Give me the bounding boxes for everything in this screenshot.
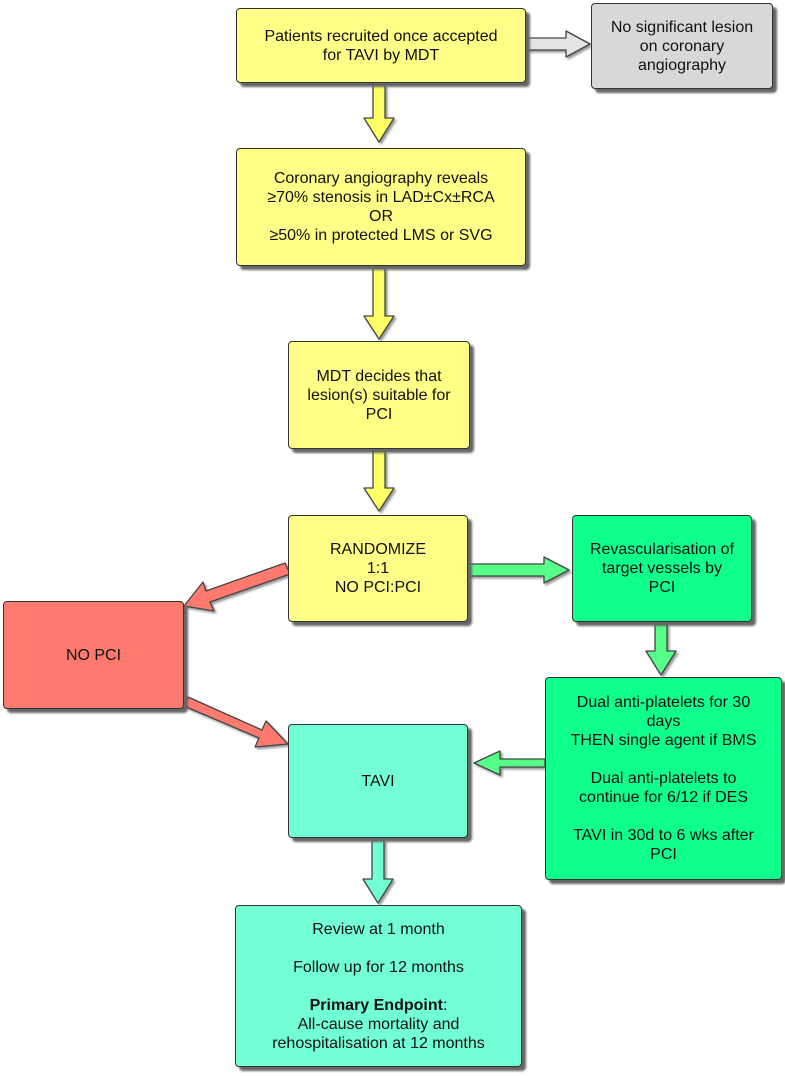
primary-endpoint-label: Primary Endpoint	[309, 996, 443, 1014]
recruit-line-1: Patients recruited once accepted	[264, 27, 498, 45]
mdt-line-3: PCI	[365, 405, 393, 423]
mdt-box: MDT decides that lesion(s) suitable for …	[288, 341, 470, 449]
no-lesion-line-3: angiography	[637, 56, 727, 74]
revasc-box: Revascularisation of target vessels by P…	[572, 515, 752, 622]
dual-line-6: TAVI in 30d to 6 wks after	[573, 827, 754, 844]
arrow-revasc-to-dual	[645, 623, 677, 676]
arrow-no-pci-to-tavi	[183, 696, 289, 748]
angiography-line-1: Coronary angiography reveals	[273, 170, 489, 187]
recruit-box: Patients recruited once accepted for TAV…	[236, 8, 526, 83]
dual-line-2: days	[646, 713, 681, 730]
primary-endpoint-colon: :	[442, 996, 448, 1014]
angiography-line-2: ≥70% stenosis in LAD±Cx±RCA	[267, 189, 495, 206]
angiography-box: Coronary angiography reveals ≥70% stenos…	[236, 148, 526, 266]
arrow-angiography-to-mdt	[363, 267, 395, 340]
no-pci-label: NO PCI	[65, 646, 122, 664]
dual-line-4: Dual anti-platelets to	[590, 770, 737, 787]
arrow-randomize-to-no-pci	[183, 562, 291, 612]
no-lesion-box: No significant lesion on coronary angiog…	[591, 3, 773, 89]
no-pci-box: NO PCI	[3, 601, 184, 709]
arrow-dual-to-tavi	[473, 750, 546, 776]
review-line-2: Follow up for 12 months	[293, 958, 464, 976]
arrow-recruit-to-no-lesion	[526, 30, 591, 58]
arrow-mdt-to-randomize	[363, 450, 395, 512]
randomize-line-3: NO PCI:PCI	[334, 579, 422, 596]
no-lesion-line-1: No significant lesion	[610, 18, 754, 36]
arrow-tavi-to-review	[362, 839, 394, 904]
tavi-label: TAVI	[361, 772, 395, 790]
randomize-line-2: 1:1	[366, 560, 390, 577]
revasc-line-1: Revascularisation of	[589, 541, 735, 558]
angiography-line-4: ≥50% in protected LMS or SVG	[269, 227, 493, 244]
revasc-line-3: PCI	[648, 579, 676, 596]
dual-line-5: continue for 6/12 if DES	[579, 789, 748, 806]
dual-line-7: PCI	[650, 846, 677, 863]
dual-antiplatelet-box: Dual anti-platelets for 30 days THEN sin…	[545, 677, 782, 880]
recruit-line-2: for TAVI by MDT	[322, 46, 440, 64]
dual-line-1: Dual anti-platelets for 30	[576, 694, 751, 711]
review-line-4: rehospitalisation at 12 months	[272, 1034, 485, 1052]
review-line-1: Review at 1 month	[312, 920, 445, 938]
randomize-box: RANDOMIZE 1:1 NO PCI:PCI	[288, 515, 468, 622]
primary-endpoint-heading: Primary Endpoint:	[310, 996, 448, 1015]
review-line-3: All-cause mortality and	[297, 1015, 460, 1033]
mdt-line-1: MDT decides that	[316, 367, 442, 385]
arrow-randomize-to-revasc	[467, 556, 570, 584]
dual-line-3: THEN single agent if BMS	[570, 732, 757, 749]
no-lesion-line-2: on coronary	[639, 37, 725, 55]
angiography-line-3: OR	[369, 208, 393, 225]
randomize-line-1: RANDOMIZE	[330, 541, 426, 558]
mdt-line-2: lesion(s) suitable for	[307, 386, 451, 404]
arrow-recruit-to-angiography	[363, 84, 395, 143]
revasc-line-2: target vessels by	[601, 560, 723, 577]
tavi-box: TAVI	[288, 724, 468, 838]
review-box: Review at 1 month Follow up for 12 month…	[235, 905, 522, 1067]
